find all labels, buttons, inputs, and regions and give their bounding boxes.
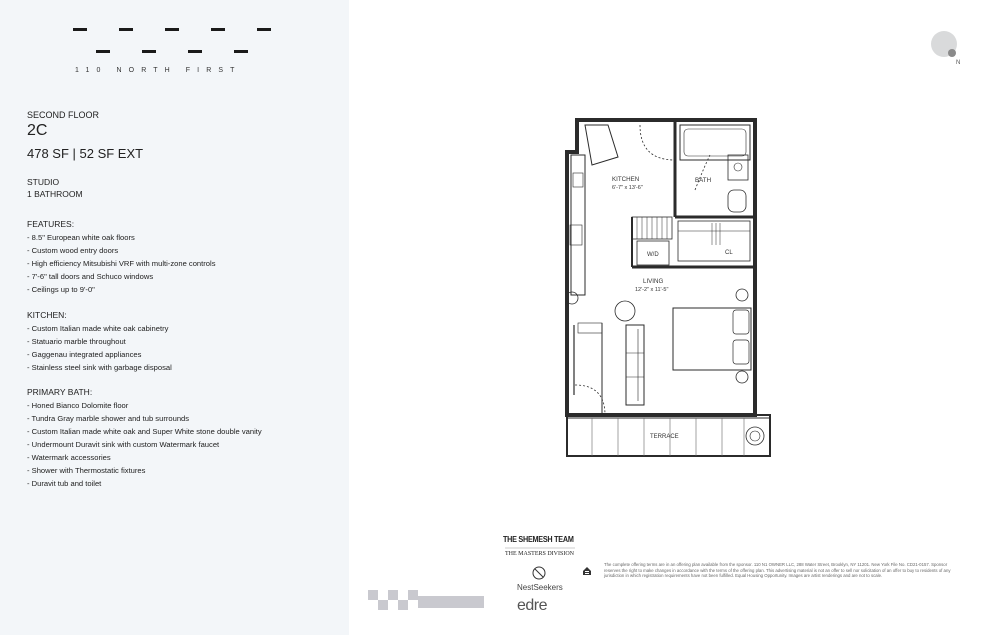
vanity — [727, 154, 749, 181]
equal-housing-icon — [583, 567, 591, 575]
info-sidebar: 110 NORTH FIRST SECOND FLOOR 2C 478 SF |… — [0, 0, 349, 635]
division-logo: THE MASTERS DIVISION — [505, 551, 574, 557]
edre-logo: edre — [517, 597, 548, 614]
floor-plan: KITCHEN 6'-7" x 13'-6" BATH W/D CL LIVIN… — [565, 118, 771, 457]
side-table — [614, 300, 636, 322]
compass-label: N — [956, 60, 960, 66]
feature-item: - Ceilings up to 9'-0" — [27, 284, 95, 294]
living-label: LIVING — [643, 278, 663, 285]
unit-name: 2C — [27, 122, 48, 139]
bed — [672, 307, 752, 371]
legal-disclaimer: The complete offering terms are in an of… — [604, 562, 951, 579]
bath-item: - Tundra Gray marble shower and tub surr… — [27, 413, 190, 423]
bathtub — [679, 124, 751, 161]
bath-section: PRIMARY BATH: - Honed Bianco Dolomite fl… — [27, 387, 262, 490]
kitchen-item: - Custom Italian made white oak cabinetr… — [27, 323, 169, 333]
unit-type-block: STUDIO 1 BATHROOM — [27, 176, 83, 200]
terrace-outline — [566, 414, 771, 457]
feature-item: - Custom wood entry doors — [27, 245, 119, 255]
features-section: FEATURES: - 8.5" European white oak floo… — [27, 219, 216, 296]
kitchen-item: - Gaggenau integrated appliances — [27, 349, 142, 359]
bath-item: - Watermark accessories — [27, 452, 111, 462]
kitchen-label: KITCHEN — [612, 176, 639, 183]
toilet — [727, 189, 747, 213]
feature-item: - High efficiency Mitsubishi VRF with mu… — [27, 258, 216, 268]
kitchen-item: - Statuario marble throughout — [27, 336, 126, 346]
bath-item: - Honed Bianco Dolomite floor — [27, 400, 129, 410]
unit-type: STUDIO — [27, 177, 60, 187]
bath-label: BATH — [695, 177, 711, 184]
floor-label: SECOND FLOOR — [27, 110, 100, 120]
washer-dryer — [636, 240, 670, 266]
features-title: FEATURES: — [27, 219, 75, 229]
wd-label: W/D — [647, 252, 659, 258]
sofa — [625, 324, 645, 406]
bath-item: - Undermount Duravit sink with custom Wa… — [27, 439, 220, 449]
unit-baths: 1 BATHROOM — [27, 189, 83, 199]
kitchen-dim: 6'-7" x 13'-6" — [612, 185, 643, 191]
terrace-plant — [745, 426, 765, 446]
bath-item: - Shower with Thermostatic fixtures — [27, 465, 146, 475]
terrace-label: TERRACE — [650, 434, 679, 440]
brand-logo-mark — [73, 28, 273, 58]
unit-area: 478 SF | 52 SF EXT — [27, 146, 144, 161]
bath-item: - Duravit tub and toilet — [27, 478, 102, 488]
bath-item: - Custom Italian made white oak and Supe… — [27, 426, 262, 436]
living-dim: 12'-2" x 11'-5" — [635, 287, 668, 293]
stool — [565, 291, 579, 305]
closet-label: CL — [725, 250, 733, 256]
division-emblem-icon — [532, 566, 546, 580]
brand-logo-text: 110 NORTH FIRST — [75, 67, 242, 74]
closet — [677, 220, 751, 262]
compass-icon: N — [931, 31, 960, 66]
broker-logo: NestSeekers — [517, 583, 563, 592]
kitchen-title: KITCHEN: — [27, 310, 67, 320]
corner-cabinet — [584, 124, 619, 166]
team-logo-rule — [505, 547, 575, 549]
pixelated-logo-block — [368, 590, 484, 610]
bath-title: PRIMARY BATH: — [27, 387, 93, 397]
sink — [569, 224, 583, 246]
team-logo: THE SHEMESH TEAM — [503, 534, 574, 544]
kitchen-section: KITCHEN: - Custom Italian made white oak… — [27, 310, 172, 374]
feature-item: - 8.5" European white oak floors — [27, 232, 135, 242]
kitchen-item: - Stainless steel sink with garbage disp… — [27, 362, 172, 372]
feature-item: - 7'-6" tall doors and Schuco windows — [27, 271, 154, 281]
